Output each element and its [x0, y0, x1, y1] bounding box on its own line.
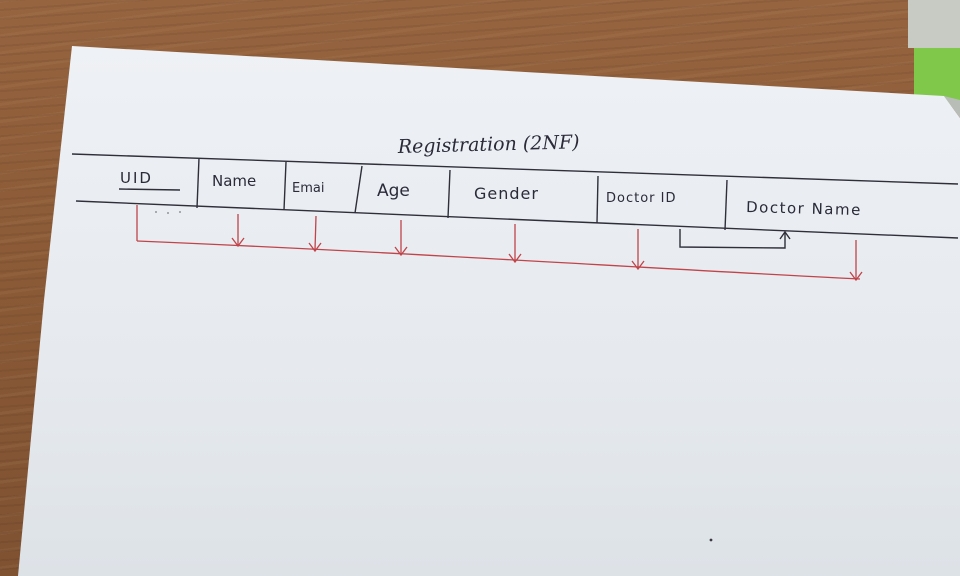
pen-speck: [709, 538, 713, 542]
column-name: Name: [212, 172, 256, 190]
column-dividers: [196, 157, 728, 231]
background-wall: [908, 0, 960, 48]
column-email: Emai: [292, 181, 324, 196]
column-doctor-name: Doctor Name: [746, 198, 862, 219]
diagram-title: Registration (2NF): [397, 131, 580, 158]
column-uid: UID: [120, 169, 153, 187]
paper-shadow-edge: [944, 96, 960, 118]
column-age: Age: [377, 181, 410, 201]
pencil-dots: [155, 211, 181, 214]
dependency-arrows: [136, 205, 863, 282]
column-gender: Gender: [474, 184, 539, 203]
column-header-row: UID Name Emai Age Gender Doctor ID Docto…: [118, 169, 862, 219]
primary-key-underline: [118, 188, 181, 191]
transitive-dependency-bracket: [679, 229, 791, 249]
paper-body: [18, 46, 960, 576]
column-doctor-id: Doctor ID: [606, 191, 676, 206]
